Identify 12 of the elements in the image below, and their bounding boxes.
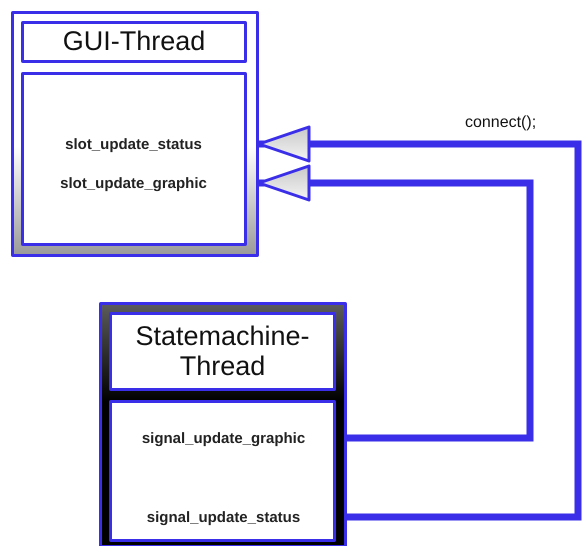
- connector-arrow: [258, 164, 534, 442]
- thread-box: [11, 11, 259, 257]
- thread-box: [99, 302, 347, 546]
- slot-name: slot_update_graphic: [24, 172, 259, 194]
- member-panel: [21, 72, 247, 246]
- connector-arrow: [258, 126, 582, 520]
- signal-name: signal_update_graphic: [112, 427, 347, 449]
- thread-title: GUI-Thread: [21, 21, 247, 63]
- slot-name: slot_update_status: [24, 133, 259, 155]
- thread-title: Statemachine-Thread: [109, 312, 336, 391]
- signal-name: signal_update_status: [112, 506, 347, 528]
- member-panel: [109, 400, 336, 542]
